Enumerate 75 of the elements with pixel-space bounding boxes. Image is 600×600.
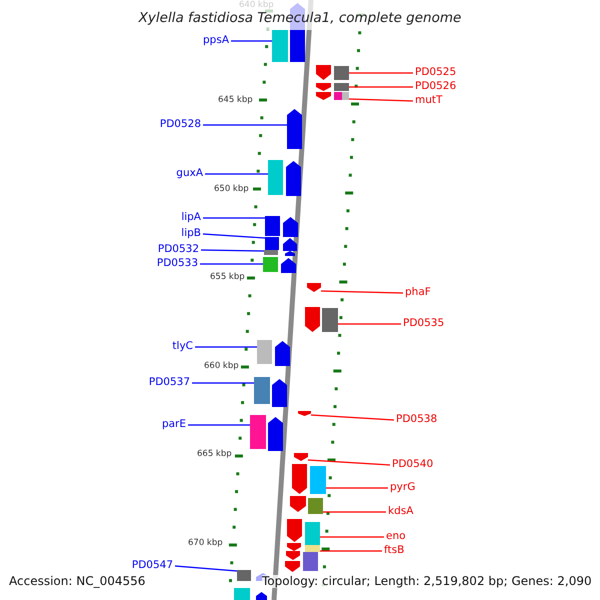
leader-line	[348, 98, 414, 102]
gene-label: PD0540	[392, 458, 434, 470]
leader-line	[231, 40, 272, 42]
leader-line	[326, 487, 388, 489]
gene-label: pyrG	[390, 480, 416, 494]
gene-label: PD0533	[156, 256, 198, 270]
scale-label: 660 kbp	[204, 361, 239, 371]
gene-label: ftsB	[384, 544, 404, 556]
scale-label: 665 kbp	[197, 449, 232, 459]
leader-line	[174, 565, 238, 572]
scale-label: 645 kbp	[218, 95, 253, 105]
gene-symbol	[298, 411, 311, 416]
gene-block	[334, 66, 349, 80]
gene-block	[272, 30, 288, 62]
gene-block	[257, 340, 272, 364]
leader-line	[323, 511, 386, 513]
footer-text: Accession: NC_004556	[9, 575, 146, 588]
gene-label: tlyC	[172, 340, 193, 352]
leader-line	[203, 124, 287, 126]
scale-label: 670 kbp	[188, 538, 223, 548]
gene-symbol	[287, 109, 302, 149]
leader-line	[320, 536, 384, 538]
footer-text: Topology: circular; Length: 2,519,802 bp; Genes: 2,090	[262, 575, 592, 588]
gene-block	[305, 545, 320, 552]
leader-line	[349, 72, 413, 74]
leader-line	[202, 233, 266, 239]
gene-label: ppsA	[203, 34, 229, 46]
gene-label: PD0526	[415, 80, 456, 92]
leader-line	[200, 249, 264, 252]
leader-line	[200, 263, 263, 265]
gene-block	[322, 308, 338, 332]
gene-block	[268, 160, 283, 195]
gene-label: kdsA	[388, 504, 414, 518]
gene-label: PD0535	[403, 316, 444, 330]
leader-line	[205, 173, 268, 175]
gene-block	[310, 466, 326, 494]
gene-label: PD0537	[148, 376, 190, 388]
leader-line	[195, 346, 257, 348]
gene-block	[254, 377, 270, 404]
gene-symbol	[307, 283, 321, 292]
gene-label: lipB	[181, 226, 201, 240]
gene-block	[334, 83, 349, 91]
gene-block	[265, 237, 279, 250]
gene-block	[237, 570, 251, 581]
leader-line	[203, 217, 265, 219]
gene-label: eno	[386, 530, 406, 542]
gene-label: PD0525	[415, 66, 456, 78]
gene-block	[250, 415, 266, 449]
scale-label: 655 kbp	[210, 272, 245, 282]
title: Xylella fastidiosa Temecula1, complete genome	[138, 10, 462, 26]
gene-symbol	[294, 453, 308, 461]
leader-line	[310, 414, 394, 421]
gene-block	[305, 522, 320, 545]
gene-label: parE	[162, 418, 186, 430]
leader-line	[308, 459, 390, 466]
gene-label: phaF	[405, 286, 431, 298]
leader-line	[192, 382, 254, 384]
leader-line	[320, 550, 382, 552]
gene-block	[342, 92, 349, 100]
scale-label: 650 kbp	[214, 184, 249, 194]
leader-line	[338, 323, 401, 325]
gene-label: lipA	[181, 210, 201, 224]
gene-label: mutT	[415, 94, 442, 106]
gene-label: PD0532	[158, 242, 199, 256]
gene-label: PD0538	[396, 412, 438, 426]
gene-label: PD0547	[132, 558, 173, 572]
leader-line	[349, 86, 413, 88]
gene-label: guxA	[176, 166, 203, 180]
gene-block	[308, 498, 323, 514]
gene-block	[263, 257, 278, 272]
gene-block	[264, 250, 278, 255]
leader-line	[320, 290, 404, 294]
gene-block	[265, 216, 280, 236]
gene-label: PD0528	[160, 118, 201, 130]
leader-line	[188, 424, 250, 426]
